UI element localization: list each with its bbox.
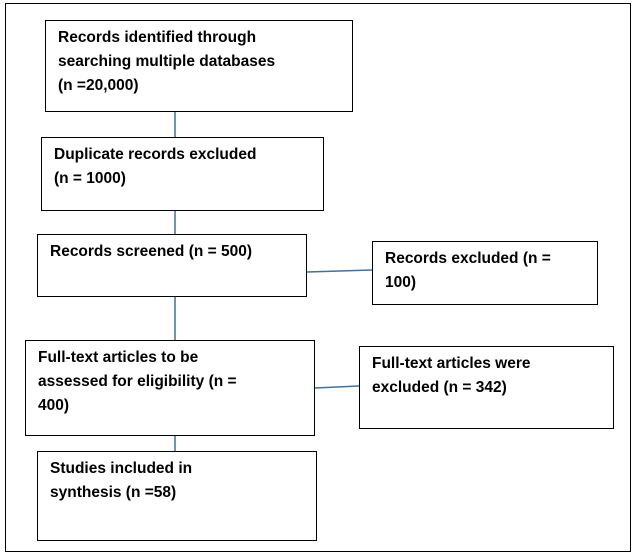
fulltext-assessed-box: Full-text articles to be assessed for el… [25,340,315,436]
fulltext-excluded-box: Full-text articles were excluded (n = 34… [359,346,614,429]
records-screened-box: Records screened (n = 500) [37,234,307,297]
studies-included-box: Studies included in synthesis (n =58) [37,451,317,541]
records-excluded-box: Records excluded (n = 100) [372,241,598,305]
duplicates-excluded-box: Duplicate records excluded (n = 1000) [41,137,324,211]
records-identified-box: Records identified through searching mul… [45,20,353,112]
diagram-frame [5,3,631,552]
